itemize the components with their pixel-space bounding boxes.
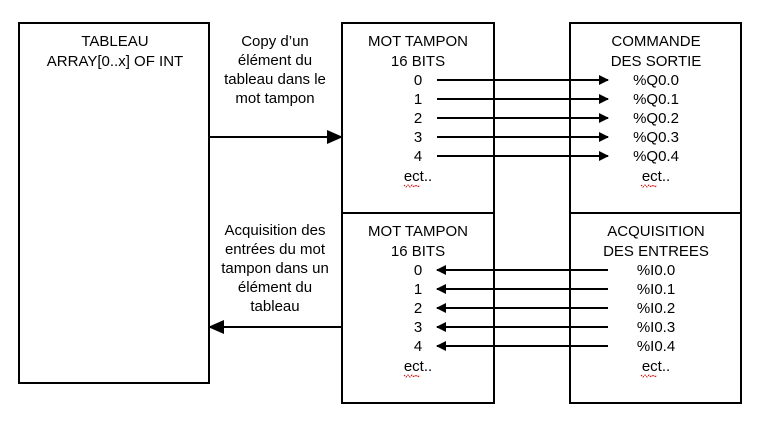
input-label: %I0.4: [637, 338, 675, 355]
bit-label: 0: [414, 262, 422, 279]
bit-label: 1: [414, 91, 422, 108]
inputs-subtitle: DES ENTREES: [603, 243, 709, 260]
input-label: %I0.3: [637, 319, 675, 336]
acq-label-line: tampon dans un: [221, 260, 329, 277]
bit-label: 3: [414, 129, 422, 146]
mot-bottom-subtitle: 16 BITS: [391, 243, 445, 260]
etc-label: ect..: [404, 358, 432, 375]
mot-bottom-title: MOT TAMPON: [368, 223, 468, 240]
tableau-title: TABLEAU: [81, 33, 148, 50]
spellcheck-underline: [640, 374, 658, 378]
inputs-title: ACQUISITION: [607, 223, 705, 240]
copy-label-line: mot tampon: [235, 90, 314, 107]
output-label: %Q0.3: [633, 129, 679, 146]
copy-label-line: tableau dans le: [224, 71, 326, 88]
bit-label: 0: [414, 72, 422, 89]
output-label: %Q0.2: [633, 110, 679, 127]
mot-top-subtitle: 16 BITS: [391, 53, 445, 70]
spellcheck-underline: [403, 184, 421, 188]
spellcheck-underline: [640, 184, 658, 188]
bit-label: 2: [414, 300, 422, 317]
outputs-subtitle: DES SORTIE: [611, 53, 702, 70]
bit-label: 1: [414, 281, 422, 298]
etc-label: ect..: [404, 168, 432, 185]
copy-label-line: élément du: [238, 52, 312, 69]
spellcheck-underline: [403, 374, 421, 378]
acquisition-annotation: Acquisition des entrées du mot tampon da…: [221, 222, 329, 315]
output-label: %Q0.0: [633, 72, 679, 89]
bit-label: 3: [414, 319, 422, 336]
output-label: %Q0.1: [633, 91, 679, 108]
input-label: %I0.1: [637, 281, 675, 298]
etc-label: ect..: [642, 168, 670, 185]
acq-label-line: Acquisition des: [225, 222, 326, 239]
tableau-subtitle: ARRAY[0..x] OF INT: [47, 53, 183, 70]
input-label: %I0.2: [637, 300, 675, 317]
etc-label: ect..: [642, 358, 670, 375]
outputs-title: COMMANDE: [611, 33, 700, 50]
tableau-box: [18, 22, 210, 384]
output-label: %Q0.4: [633, 148, 679, 165]
copy-label-line: Copy d’un: [241, 33, 309, 50]
mot-top-title: MOT TAMPON: [368, 33, 468, 50]
bit-label: 4: [414, 148, 422, 165]
acq-label-line: tableau: [250, 298, 299, 315]
bit-label: 4: [414, 338, 422, 355]
input-label: %I0.0: [637, 262, 675, 279]
acq-label-line: élément du: [238, 279, 312, 296]
acq-label-line: entrées du mot: [225, 241, 326, 258]
copy-annotation: Copy d’un élément du tableau dans le mot…: [224, 33, 326, 107]
bit-label: 2: [414, 110, 422, 127]
